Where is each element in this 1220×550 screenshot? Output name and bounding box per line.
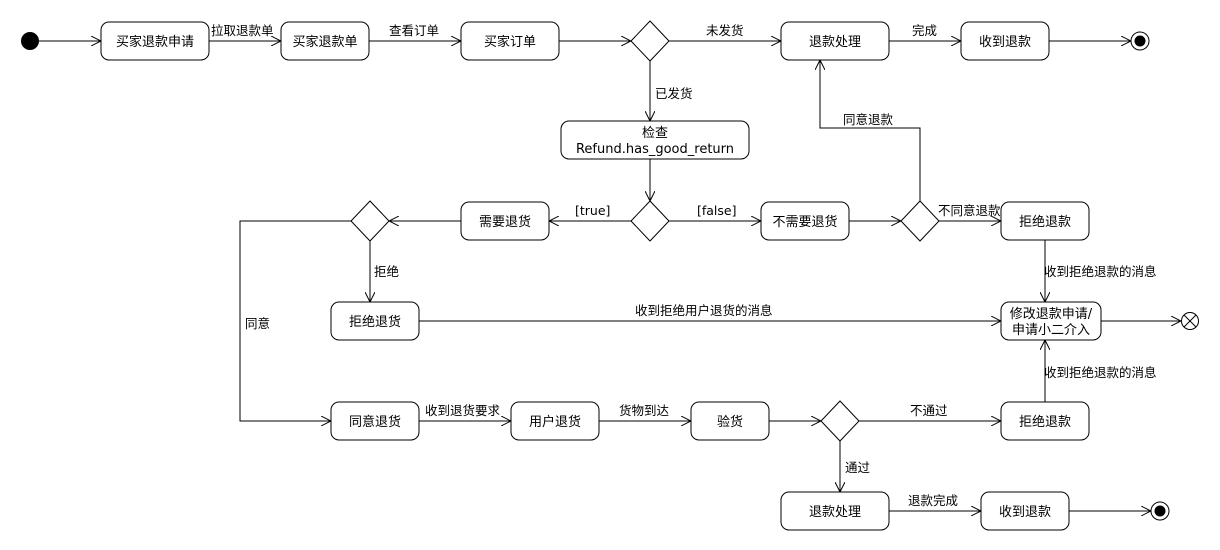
svg-text:收到退款: 收到退款 [979,35,1031,50]
decision-agree-refund [900,200,940,242]
svg-text:买家订单: 买家订单 [484,34,536,50]
action-reject-refund-bottom: 拒绝退款 [1000,401,1090,441]
label-receive-return-request: 收到退货要求 [425,403,501,418]
action-no-need-return: 不需要退货 [760,201,850,241]
action-receive-refund-bottom: 收到退款 [980,491,1070,531]
label-false: [false] [697,203,737,218]
action-agree-return: 同意退货 [330,401,420,441]
svg-text:Refund.has_good_return: Refund.has_good_return [576,142,734,157]
label-true: [true] [575,203,610,218]
label-agree-refund: 同意退款 [843,112,894,127]
final-node-top [1130,31,1150,51]
svg-text:申请小二介入: 申请小二介入 [1012,323,1090,338]
label-not-shipped: 未发货 [706,23,744,38]
svg-text:拒绝退款: 拒绝退款 [1019,214,1071,230]
label-disagree-refund: 不同意退款 [938,203,1001,218]
action-reject-refund-mid: 拒绝退款 [1000,201,1090,241]
action-check: 检查 Refund.has_good_return [560,120,750,160]
svg-text:用户退货: 用户退货 [529,414,581,430]
svg-text:检查: 检查 [642,126,668,141]
svg-text:拒绝退货: 拒绝退货 [349,314,401,330]
action-buyer-order: 买家订单 [460,21,560,61]
svg-text:拒绝退款: 拒绝退款 [1019,414,1071,430]
svg-text:退款处理: 退款处理 [809,35,861,50]
svg-text:同意退货: 同意退货 [349,414,401,430]
edge-agree-refund [820,60,921,201]
svg-text:不需要退货: 不需要退货 [772,214,837,230]
action-buyer-refund-form: 买家退款单 [280,21,370,61]
label-msg-reject-refund-2: 收到拒绝退款的消息 [1044,365,1157,380]
label-fail: 不通过 [910,403,948,418]
decision-shipped [630,20,670,62]
label-reject: 拒绝 [374,264,399,279]
label-msg-reject-refund-1: 收到拒绝退款的消息 [1044,264,1157,279]
svg-text:退款处理: 退款处理 [809,505,861,520]
action-need-return: 需要退货 [460,201,550,241]
svg-text:修改退款申请/: 修改退款申请/ [1010,307,1093,322]
label-goods-arrived: 货物到达 [619,403,670,418]
decision-inspection [820,400,860,442]
label-msg-reject-user-return: 收到拒绝用户退货的消息 [635,303,773,318]
action-refund-process-bottom: 退款处理 [780,491,890,531]
action-inspect: 验货 [690,401,770,441]
action-receive-refund-top: 收到退款 [960,21,1050,61]
label-agree: 同意 [245,316,270,331]
decision-has-good-return [630,200,670,242]
label-done: 完成 [912,23,937,38]
final-node-bottom [1150,501,1170,521]
label-view-order: 查看订单 [389,23,439,38]
label-shipped: 已发货 [655,86,693,101]
label-refund-complete: 退款完成 [908,493,958,508]
label-pass: 通过 [845,460,871,475]
action-refund-process-top: 退款处理 [780,21,890,61]
svg-text:收到退款: 收到退款 [999,505,1051,520]
initial-node [21,32,39,50]
label-pull-refund-form: 拉取退款单 [211,23,274,38]
action-buyer-refund-apply: 买家退款申请 [100,21,210,61]
svg-text:验货: 验货 [717,414,743,430]
flow-final-node [1181,312,1199,330]
svg-text:买家退款申请: 买家退款申请 [116,34,194,50]
action-reject-return: 拒绝退货 [330,301,420,341]
decision-agree-return [350,200,390,242]
svg-text:买家退款单: 买家退款单 [292,34,357,50]
edge-agree [239,220,351,421]
action-user-return: 用户退货 [510,401,600,441]
svg-text:需要退货: 需要退货 [479,214,531,230]
action-modify-refund: 修改退款申请/ 申请小二介入 [1000,301,1102,341]
